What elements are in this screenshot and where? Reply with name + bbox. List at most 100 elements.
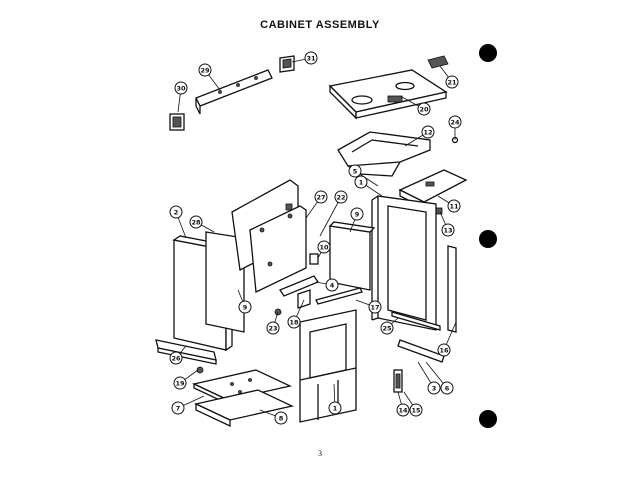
part-small-hook (435, 207, 443, 215)
callout-circle (198, 63, 212, 77)
part-heat-shield (337, 131, 431, 177)
callout-21: 21 (439, 65, 459, 89)
callout-number: 30 (176, 85, 186, 93)
callout-11: 11 (437, 195, 461, 213)
callout-1: 1 (354, 175, 383, 197)
callout-15: 15 (403, 391, 423, 417)
callout-number: 14 (398, 407, 408, 415)
callout-13: 13 (439, 211, 455, 237)
callout-circle (354, 175, 368, 189)
callout-number: 7 (176, 405, 181, 413)
callout-9: 9 (349, 207, 364, 233)
part-front-frame (299, 309, 357, 423)
binder-hole-bottom (479, 410, 497, 428)
part-lower-trim (391, 311, 441, 331)
callout-circle (328, 401, 342, 415)
callout-circle (350, 207, 364, 221)
callout-number: 4 (330, 282, 335, 290)
callout-18: 18 (287, 299, 305, 329)
callout-25: 25 (380, 317, 399, 335)
callout-circle (447, 199, 461, 213)
callout-circle (171, 401, 185, 415)
part-clip (169, 113, 185, 131)
callout-leader-line (319, 196, 342, 237)
callout-number: 9 (355, 211, 360, 219)
callout-23: 23 (266, 311, 280, 335)
callout-number: 15 (411, 407, 421, 415)
callout-8: 8 (259, 409, 288, 425)
callout-number: 22 (336, 194, 345, 202)
part-vent-grille (427, 55, 449, 69)
callout-28: 28 (189, 215, 215, 233)
callout-number: 29 (200, 67, 210, 75)
part-insulation (205, 231, 245, 333)
callout-6: 6 (425, 361, 454, 395)
callout-circle (317, 240, 331, 254)
part-top-rear-rail (195, 69, 273, 115)
callout-circle (334, 190, 348, 204)
callout-number: 1 (359, 179, 364, 187)
callout-1: 1 (328, 383, 342, 415)
callout-27: 27 (305, 190, 328, 219)
callout-16: 16 (437, 321, 457, 357)
callout-7: 7 (171, 395, 205, 415)
binder-hole-middle (479, 230, 497, 248)
part-cooktop (328, 69, 448, 120)
part-side-trim (447, 245, 457, 333)
callout-number: 1 (333, 405, 338, 413)
callout-number: 19 (175, 380, 185, 388)
callout-circle (409, 403, 423, 417)
callout-number: 21 (447, 79, 457, 87)
callout-number: 31 (306, 55, 316, 63)
callout-number: 8 (279, 415, 284, 423)
callout-circle (173, 376, 187, 390)
callout-3: 3 (417, 361, 441, 395)
callout-number: 5 (353, 168, 358, 176)
callout-number: 13 (443, 227, 452, 235)
callout-number: 24 (450, 119, 460, 127)
callout-26: 26 (169, 345, 187, 365)
part-door-frame (371, 195, 437, 331)
callout-circle (189, 215, 203, 229)
callout-24: 24 (448, 115, 462, 140)
callout-17: 17 (355, 299, 382, 314)
part-bottom-rail (397, 339, 445, 363)
callout-circle (440, 381, 454, 395)
part-leveler (196, 366, 204, 374)
callout-circle (396, 403, 410, 417)
callout-circle (238, 300, 252, 314)
callout-4: 4 (315, 278, 339, 292)
callout-circle (314, 190, 328, 204)
callout-12: 12 (404, 125, 435, 147)
callout-circle (325, 278, 339, 292)
callout-22: 22 (319, 190, 348, 237)
callout-2: 2 (169, 205, 187, 239)
callout-circle (304, 51, 318, 65)
callout-circle (421, 125, 435, 139)
callout-10: 10 (317, 240, 331, 259)
callout-number: 17 (370, 304, 379, 312)
part-kick-plate (155, 339, 217, 365)
callout-31: 31 (291, 51, 318, 65)
callout-circle (441, 223, 455, 237)
callout-number: 12 (423, 129, 432, 137)
callout-circle (169, 351, 183, 365)
part-right-side-panel (328, 221, 376, 291)
callout-number: 27 (316, 194, 325, 202)
diagram-title: CABINET ASSEMBLY (260, 19, 380, 31)
callout-circle (380, 321, 394, 335)
callout-number: 26 (171, 355, 181, 363)
callout-number: 20 (419, 106, 429, 114)
callout-circle (266, 321, 280, 335)
callout-5: 5 (348, 164, 379, 187)
callout-circle (348, 164, 362, 178)
callout-number: 3 (432, 385, 437, 393)
callout-29: 29 (198, 63, 221, 91)
callout-number: 23 (268, 325, 277, 333)
callout-number: 2 (174, 209, 179, 217)
callout-number: 10 (319, 244, 329, 252)
part-base-pan-lower (194, 389, 294, 428)
callout-number: 6 (445, 385, 450, 393)
